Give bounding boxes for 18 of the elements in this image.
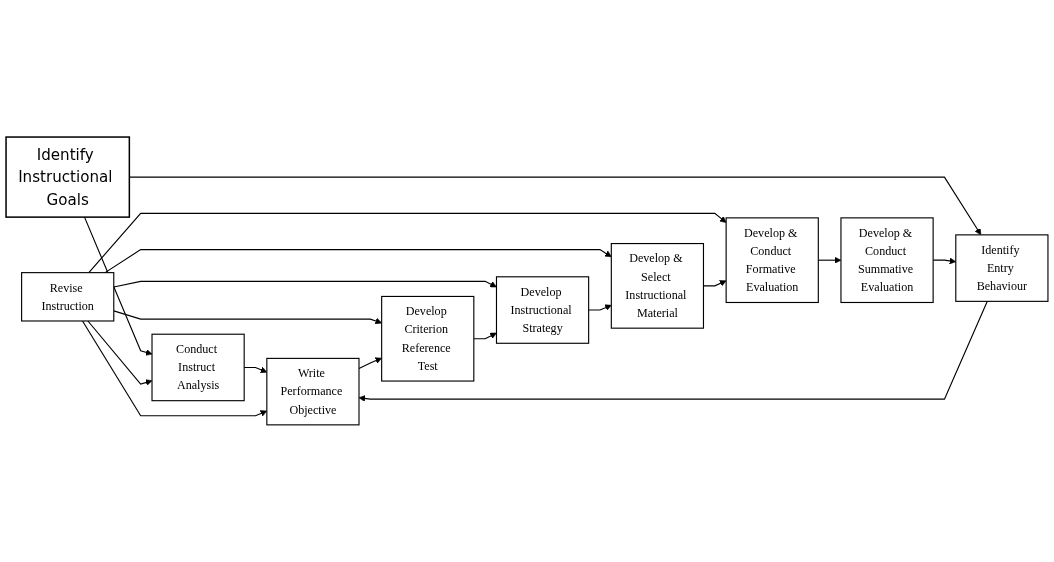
- node-box: Conduct Instruct Analysis: [151, 333, 245, 402]
- node-box: Develop & Conduct Summative Evaluation: [840, 217, 934, 304]
- node-box: Identify Instructional Goals: [5, 136, 131, 218]
- arrow: [87, 320, 153, 386]
- arrow: [88, 212, 727, 274]
- arrow: [113, 280, 497, 288]
- node-box: Develop & Select Instructional Material: [610, 243, 705, 329]
- arrow: [104, 249, 612, 274]
- arrow: [473, 332, 497, 340]
- node-box: Develop & Conduct Formative Evaluation: [725, 217, 819, 304]
- node-box: Revise Instruction: [21, 272, 115, 322]
- node-box: Identify Entry Behaviour: [955, 234, 1049, 302]
- arrow: [113, 310, 382, 325]
- arrow: [83, 216, 153, 356]
- node-box: Develop Criterion Reference Test: [381, 295, 475, 382]
- arrow: [588, 304, 612, 311]
- node-box: Develop Instructional Strategy: [495, 276, 590, 344]
- node-box: Write Performance Objective: [266, 357, 360, 426]
